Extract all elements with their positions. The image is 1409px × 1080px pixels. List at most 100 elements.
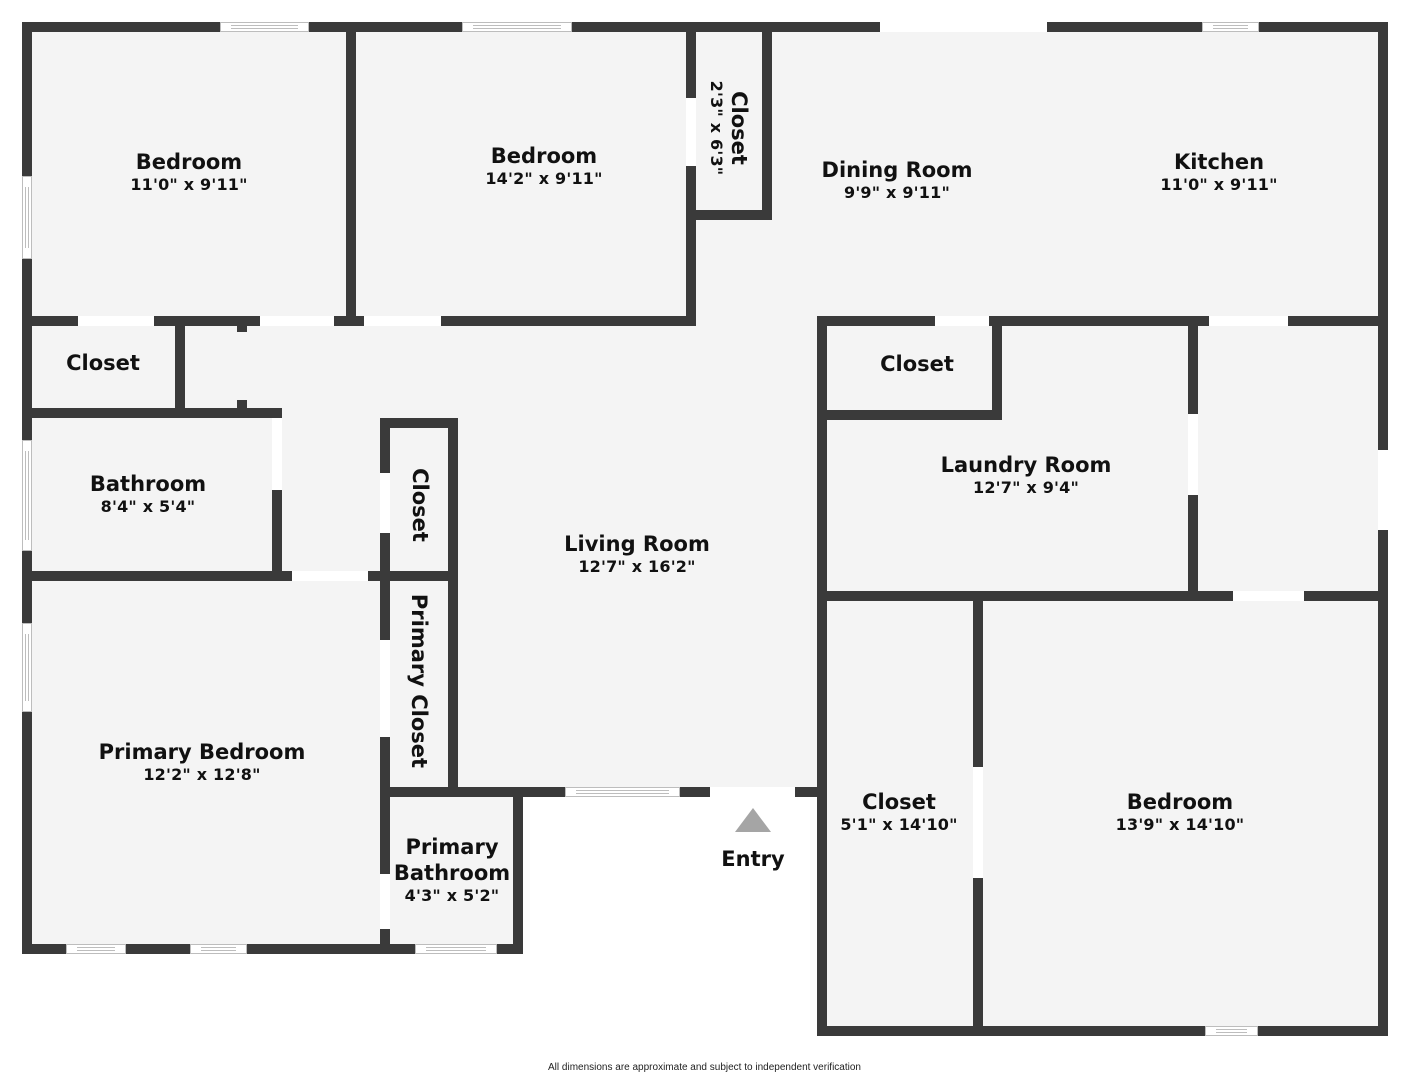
window-primary-bed-south-1 <box>66 944 126 954</box>
window-bed-nw-west <box>22 176 32 259</box>
window-primary-bed-west <box>22 623 32 712</box>
room-label-primary-bedroom: Primary Bedroom 12'2" x 12'8" <box>99 739 306 785</box>
room-name: Closet <box>862 790 936 814</box>
wall-closet-n-east <box>762 22 772 220</box>
wall-hall-closet-east <box>448 418 458 797</box>
room-name: Kitchen <box>1173 150 1265 174</box>
wall-laundry-east-1 <box>1188 316 1198 414</box>
room-name: Bedroom <box>490 144 598 168</box>
floor-main-north <box>22 22 1388 322</box>
room-dimensions: 11'0" x 9'11" <box>130 175 248 194</box>
room-label-kitchen: Kitchen 11'0" x 9'11" <box>1160 149 1277 195</box>
doorway-hall-closet <box>380 473 390 533</box>
doorway-east-room-north <box>1209 316 1288 326</box>
room-name: Bedroom <box>1126 790 1234 814</box>
wall-laundry-east-2 <box>1188 495 1198 601</box>
room-name: Primary Bedroom <box>98 740 306 764</box>
room-label-laundry-room: Laundry Room 12'7" x 9'4" <box>941 452 1112 498</box>
room-label-bedroom-nw: Bedroom 11'0" x 9'11" <box>130 149 247 195</box>
wall-closet-se-east-2 <box>973 878 983 1036</box>
doorway-dining-north <box>880 22 1047 32</box>
wall-living-south-3 <box>795 787 825 797</box>
room-dimensions: 4'3" x 5'2" <box>404 886 500 905</box>
doorway-closet-n <box>686 98 696 166</box>
entry-label: Entry <box>721 846 784 872</box>
doorway-entry <box>710 787 795 797</box>
room-dimensions: 2'3" x 6'3" <box>707 80 726 176</box>
room-label-closet-w: Closet <box>66 350 140 376</box>
window-bathroom-west <box>22 440 32 551</box>
wall-hall-closet-west-1 <box>380 418 390 473</box>
wall-primary-closet-west-3 <box>380 929 390 954</box>
doorway-primary-bath <box>380 874 390 929</box>
wall-bed-south-4 <box>441 316 696 326</box>
room-name-line1: Primary <box>405 835 499 859</box>
wall-closet-l-east <box>992 316 1002 420</box>
room-label-closet-hall: Closet <box>407 468 433 542</box>
room-label-living-room: Living Room 12'7" x 16'2" <box>564 531 710 577</box>
window-bed-se-south <box>1205 1026 1258 1036</box>
entry-text: Entry <box>721 847 785 871</box>
wall-bath-east-2 <box>272 490 282 580</box>
wall-bed-n-east-1 <box>686 22 696 98</box>
wall-living-south-2 <box>680 787 710 797</box>
room-label-primary-bathroom: Primary Bathroom 4'3" x 5'2" <box>394 834 510 906</box>
wall-stub-2 <box>237 400 247 410</box>
room-label-bathroom: Bathroom 8'4" x 5'4" <box>90 471 206 517</box>
room-dimensions: 11'0" x 9'11" <box>1160 175 1278 194</box>
room-label-bedroom-n: Bedroom 14'2" x 9'11" <box>485 143 602 189</box>
doorway-bed-nw <box>260 316 334 326</box>
room-dimensions: 9'9" x 9'11" <box>843 183 950 202</box>
wall-top-1 <box>22 22 880 32</box>
room-name: Living Room <box>564 532 710 556</box>
wall-closet-w-east <box>175 316 185 416</box>
window-primary-bath-south <box>415 944 497 954</box>
entry-arrow-icon <box>735 808 771 832</box>
wall-hall-closet-west-2 <box>380 533 390 581</box>
wall-closet-n-south <box>686 210 772 220</box>
wall-living-south-1 <box>385 787 565 797</box>
room-name: Closet <box>727 91 751 165</box>
room-name: Dining Room <box>821 158 973 182</box>
wall-laundry-south-2 <box>1304 591 1388 601</box>
doorway-primary-bed <box>292 571 368 581</box>
window-primary-bed-south-2 <box>190 944 247 954</box>
doorway-east-room-south <box>1233 591 1304 601</box>
room-label-closet-se: Closet 5'1" x 14'10" <box>840 789 957 835</box>
wall-bath-east-1 <box>272 408 282 418</box>
room-name: Laundry Room <box>940 453 1112 477</box>
room-name: Closet <box>880 352 954 376</box>
floor-living <box>450 320 822 796</box>
room-dimensions: 13'9" x 14'10" <box>1115 815 1245 834</box>
doorway-bathroom <box>272 418 282 490</box>
room-dimensions: 14'2" x 9'11" <box>485 169 603 188</box>
wall-east-top-1 <box>817 316 935 326</box>
room-label-primary-closet: Primary Closet <box>406 594 432 768</box>
wall-closet-w-south <box>22 408 282 418</box>
room-name: Primary Closet <box>407 593 431 769</box>
wall-bed-nw-east <box>346 22 356 326</box>
wall-east-wing-west <box>817 316 827 1036</box>
room-dimensions: 8'4" x 5'4" <box>100 497 196 516</box>
doorway-primary-closet <box>380 640 390 737</box>
room-label-closet-laundry: Closet <box>880 351 954 377</box>
room-label-bedroom-se: Bedroom 13'9" x 14'10" <box>1116 789 1245 835</box>
room-label-dining-room: Dining Room 9'9" x 9'11" <box>822 157 973 203</box>
doorway-closet-se <box>973 767 983 878</box>
window-bed-nw-north <box>220 22 309 32</box>
doorway-closet-laundry <box>935 316 989 326</box>
doorway-laundry-east <box>1188 414 1198 495</box>
room-dimensions: 5'1" x 14'10" <box>840 815 958 834</box>
room-label-closet-n: Closet 2'3" x 6'3" <box>706 81 752 176</box>
wall-laundry-south-1 <box>817 591 1233 601</box>
wall-bottom-west <box>22 944 522 954</box>
wall-east-top-3 <box>1288 316 1388 326</box>
wall-primary-bath-east <box>513 787 523 954</box>
room-dimensions: 12'7" x 16'2" <box>578 557 696 576</box>
wall-closet-l-south <box>817 410 1002 420</box>
wall-right-2 <box>1378 530 1388 1036</box>
wall-bed-south-1 <box>22 316 78 326</box>
room-name: Bedroom <box>135 150 243 174</box>
wall-bottom-east <box>817 1026 1388 1036</box>
